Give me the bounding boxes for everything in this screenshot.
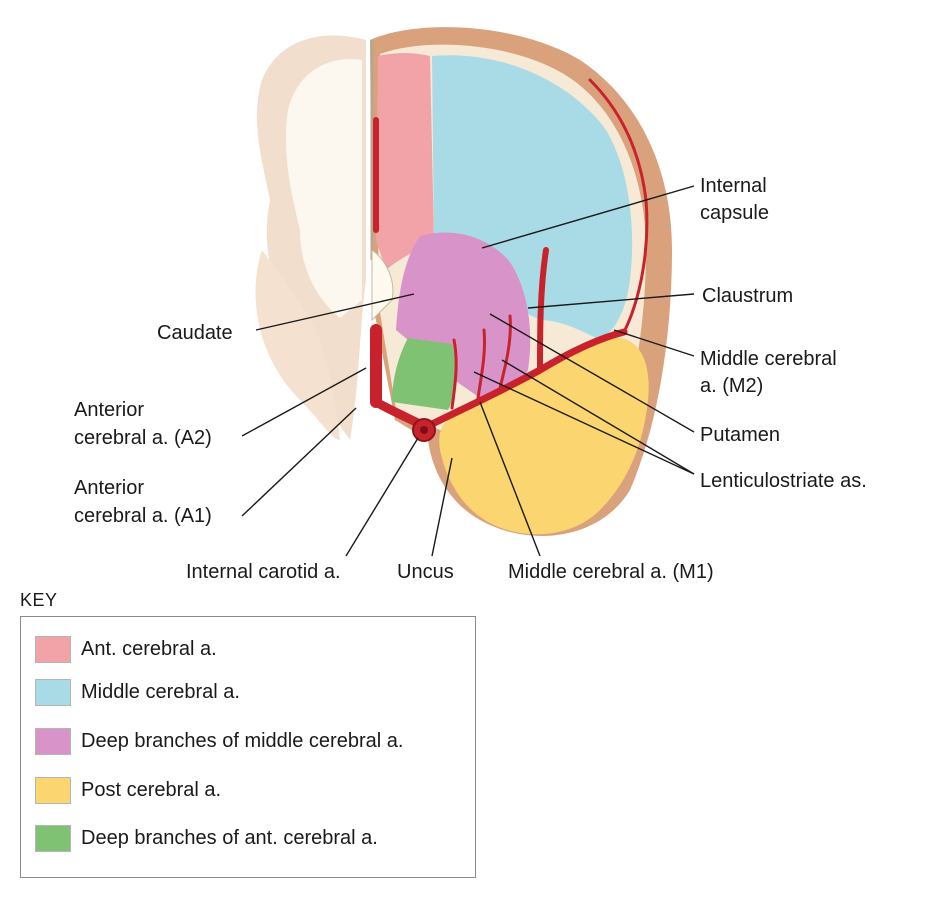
key-item-label: Middle cerebral a. xyxy=(81,680,240,703)
leader-lines xyxy=(241,185,695,557)
post-cerebral-swatch xyxy=(35,776,71,804)
key-item-deep-ant-cerebral: Deep branches of ant. cerebral a. xyxy=(35,823,378,853)
key-item-ant-cerebral: Ant. cerebral a. xyxy=(35,634,217,664)
internal-carotid-lumen xyxy=(420,426,428,434)
putamen-leader xyxy=(489,313,695,433)
claustrum-leader xyxy=(527,293,695,309)
putamen-label: Putamen xyxy=(700,424,780,446)
key-item-label: Deep branches of ant. cerebral a. xyxy=(81,826,378,849)
internal-capsule-leader xyxy=(481,185,695,249)
caudate-label: Caudate xyxy=(157,322,233,344)
key-legend: Ant. cerebral a. Middle cerebral a. Deep… xyxy=(20,616,476,878)
lenticulostriate-leader-2 xyxy=(501,359,695,475)
middle-cerebral-m1-leader xyxy=(479,401,541,557)
middle-cerebral-m2-leader xyxy=(613,329,695,357)
middle-cerebral-swatch xyxy=(35,678,71,706)
key-item-label: Post cerebral a. xyxy=(81,778,222,801)
middle-cerebral-m2-artery xyxy=(537,247,549,373)
internal-carotid-leader xyxy=(345,437,419,557)
lenticulostriate-branch-2 xyxy=(476,328,487,400)
claustrum-label: Claustrum xyxy=(702,285,793,307)
lenticulostriate-leader-1 xyxy=(473,371,695,475)
key-heading: KEY xyxy=(20,590,58,610)
middle-cerebral-m1-label: Middle cerebral a. (M1) xyxy=(508,561,714,583)
key-item-deep-middle-cerebral: Deep branches of middle cerebral a. xyxy=(35,726,403,756)
deep-middle-cerebral-swatch xyxy=(35,727,71,755)
left-temporal-lobe xyxy=(255,250,340,440)
posterior-cerebral-territory xyxy=(439,337,649,535)
anterior-cerebral-a2-leader xyxy=(241,367,367,437)
caudate-leader xyxy=(255,293,415,331)
deep-ant-cerebral-swatch xyxy=(35,824,71,852)
key-item-label: Ant. cerebral a. xyxy=(81,637,217,660)
ant-cerebral-swatch xyxy=(35,635,71,663)
lenticulostriate-branch-3 xyxy=(498,314,512,390)
uncus-label: Uncus xyxy=(397,561,454,583)
anterior-cerebral-a1-leader xyxy=(241,407,357,517)
left-hemisphere-faded xyxy=(255,35,366,441)
uncus-leader xyxy=(431,457,453,557)
key-item-post-cerebral: Post cerebral a. xyxy=(35,775,221,805)
internal-carotid-label: Internal carotid a. xyxy=(186,561,341,583)
lenticulostriate-branch-1 xyxy=(450,338,458,410)
key-item-middle-cerebral: Middle cerebral a. xyxy=(35,677,240,707)
anterior-cerebral-territory xyxy=(376,53,434,270)
left-white-matter xyxy=(285,59,362,318)
lenticulostriate-label: Lenticulostriate as. xyxy=(700,470,867,492)
key-item-label: Deep branches of middle cerebral a. xyxy=(81,729,404,752)
deep-anterior-cerebral-territory xyxy=(392,338,456,410)
